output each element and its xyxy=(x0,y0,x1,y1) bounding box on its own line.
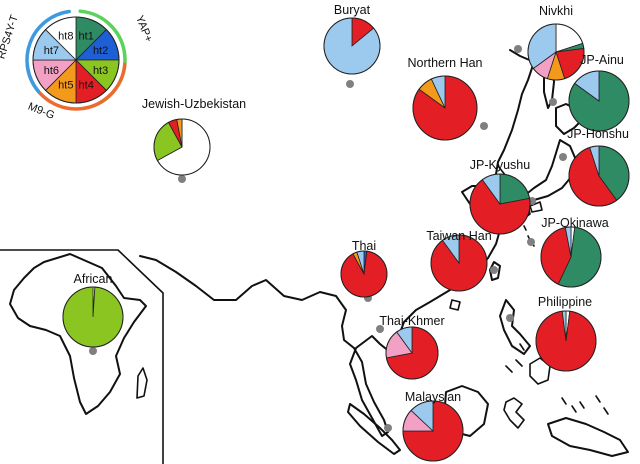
pie-thai: Thai xyxy=(340,239,388,298)
key-label-ht1: ht1 xyxy=(79,30,94,42)
marker-northern-han xyxy=(480,122,488,130)
pie-label-nivkhi: Nivkhi xyxy=(539,4,573,18)
pie-label-thai: Thai xyxy=(352,239,376,253)
africa-outline xyxy=(9,253,147,415)
pie-jp-ainu: JP-Ainu xyxy=(568,53,630,132)
pie-label-philippine: Philippine xyxy=(538,295,592,309)
pie-label-jp-honshu: JP-Honshu xyxy=(567,127,629,141)
pie-label-malaysian: Malaysian xyxy=(405,390,461,404)
pie-jp-kyushu: JP-Kyushu xyxy=(469,158,531,235)
pie-label-jp-ainu: JP-Ainu xyxy=(580,53,624,67)
pie-malaysian: Malaysian xyxy=(402,390,464,462)
marker-philippine xyxy=(506,314,514,322)
location-markers xyxy=(89,45,567,432)
pie-nivkhi: Nivkhi xyxy=(527,4,585,81)
pie-african: African xyxy=(62,272,124,348)
rps4y-ring xyxy=(25,9,71,94)
key-label-ht5: ht5 xyxy=(58,80,73,92)
pie-northern-han: Northern Han xyxy=(407,56,483,141)
marker-taiwan-han xyxy=(490,266,498,274)
sulawesi-outline xyxy=(503,397,525,429)
marker-african xyxy=(89,347,97,355)
pie-jp-honshu: JP-Honshu xyxy=(567,127,630,207)
island-chain xyxy=(561,395,609,415)
pie-philippine: Philippine xyxy=(535,295,597,372)
key-label-ht4: ht4 xyxy=(79,80,94,92)
key-label-ht7: ht7 xyxy=(44,45,59,57)
pie-taiwan-han: Taiwan Han xyxy=(426,229,492,292)
key-label-ht8: ht8 xyxy=(58,30,73,42)
pie-label-jewish-uzbekistan: Jewish-Uzbekistan xyxy=(142,97,246,111)
rps4y-label: RPS4Y-T xyxy=(0,13,21,60)
key-label-ht6: ht6 xyxy=(44,65,59,77)
marker-jp-okinawa xyxy=(527,238,535,246)
marker-jp-honshu xyxy=(559,153,567,161)
shikoku-outline xyxy=(529,201,543,213)
key-label-ht3: ht3 xyxy=(93,65,108,77)
marker-jp-ainu xyxy=(549,98,557,106)
marker-nivkhi xyxy=(514,45,522,53)
new-guinea-outline xyxy=(547,417,629,457)
pie-label-buryat: Buryat xyxy=(334,3,371,17)
pie-label-thai-khmer: Thai-Khmer xyxy=(379,314,444,328)
pie-label-african: African xyxy=(74,272,113,286)
pie-thai-khmer: Thai-Khmer xyxy=(379,314,445,380)
madagascar-outline xyxy=(136,367,148,399)
marker-malaysian xyxy=(384,424,392,432)
philippines-outline xyxy=(499,299,531,355)
pie-buryat: Buryat xyxy=(323,3,381,75)
sumatra-outline xyxy=(347,403,401,455)
key-label-ht2: ht2 xyxy=(93,45,108,57)
philippines-islets xyxy=(505,343,525,373)
honshu-outline xyxy=(523,139,577,201)
marker-buryat xyxy=(346,80,354,88)
hainan-outline xyxy=(449,299,461,311)
pie-label-taiwan-han: Taiwan Han xyxy=(426,229,491,243)
hokkaido-outline xyxy=(555,103,583,135)
pie-label-jp-kyushu: JP-Kyushu xyxy=(470,158,530,172)
pie-label-northern-han: Northern Han xyxy=(407,56,482,70)
pie-label-jp-okinawa: JP-Okinawa xyxy=(541,216,608,230)
yap-label: YAP+ xyxy=(133,14,154,44)
africa-inset-frame xyxy=(0,249,164,464)
pie-jp-okinawa: JP-Okinawa xyxy=(540,216,609,288)
philippines-south xyxy=(529,357,551,385)
marker-jewish-uzbekistan xyxy=(178,175,186,183)
pie-jewish-uzbekistan: Jewish-Uzbekistan xyxy=(142,97,246,176)
marker-thai-khmer xyxy=(376,325,384,333)
